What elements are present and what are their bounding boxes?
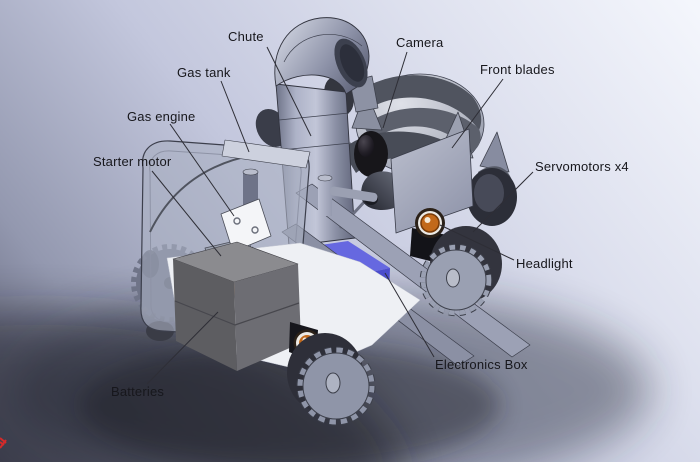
callout-label-front-blades: Front blades: [480, 62, 555, 77]
snow-blower-robot: [131, 17, 531, 426]
front-left-wheel: [287, 333, 376, 426]
top-rim: [221, 139, 311, 169]
callout-label-electronics-box: Electronics Box: [435, 357, 528, 372]
callout-line-front-blades: [451, 78, 504, 149]
callout-label-chute: Chute: [228, 29, 264, 44]
callout-label-batteries: Batteries: [111, 384, 165, 399]
batteries-box: [172, 241, 301, 371]
callout-line-batteries: [146, 311, 219, 385]
callout-line-electronics-box: [384, 272, 435, 358]
front-right-wheel: [419, 226, 502, 317]
support-cylinder: [317, 174, 378, 216]
rear-right-wheel: [467, 168, 517, 226]
gas-tank-box: [220, 198, 272, 253]
callout-label-headlight: Headlight: [516, 256, 573, 271]
front-right-panel: [390, 128, 474, 234]
callout-lines: [146, 46, 534, 385]
callout-line-gas-tank: [220, 80, 250, 153]
callout-label-starter-motor: Starter motor: [93, 154, 172, 169]
callout-line-servomotors: [472, 171, 534, 233]
callout-label-gas-engine: Gas engine: [127, 109, 196, 124]
callout-label-servomotors: Servomotors x4: [535, 159, 629, 174]
callout-label-camera: Camera: [396, 35, 444, 50]
callout-line-starter-motor: [151, 170, 222, 257]
camera-dome-highlight: [358, 135, 374, 157]
watermark-fragment: [0, 437, 7, 449]
callout-label-gas-tank: Gas tank: [177, 65, 231, 80]
callout-line-headlight: [439, 224, 515, 261]
callout-line-gas-engine: [169, 123, 235, 217]
callout-line-camera: [382, 51, 408, 129]
callout-line-chute: [266, 46, 312, 137]
